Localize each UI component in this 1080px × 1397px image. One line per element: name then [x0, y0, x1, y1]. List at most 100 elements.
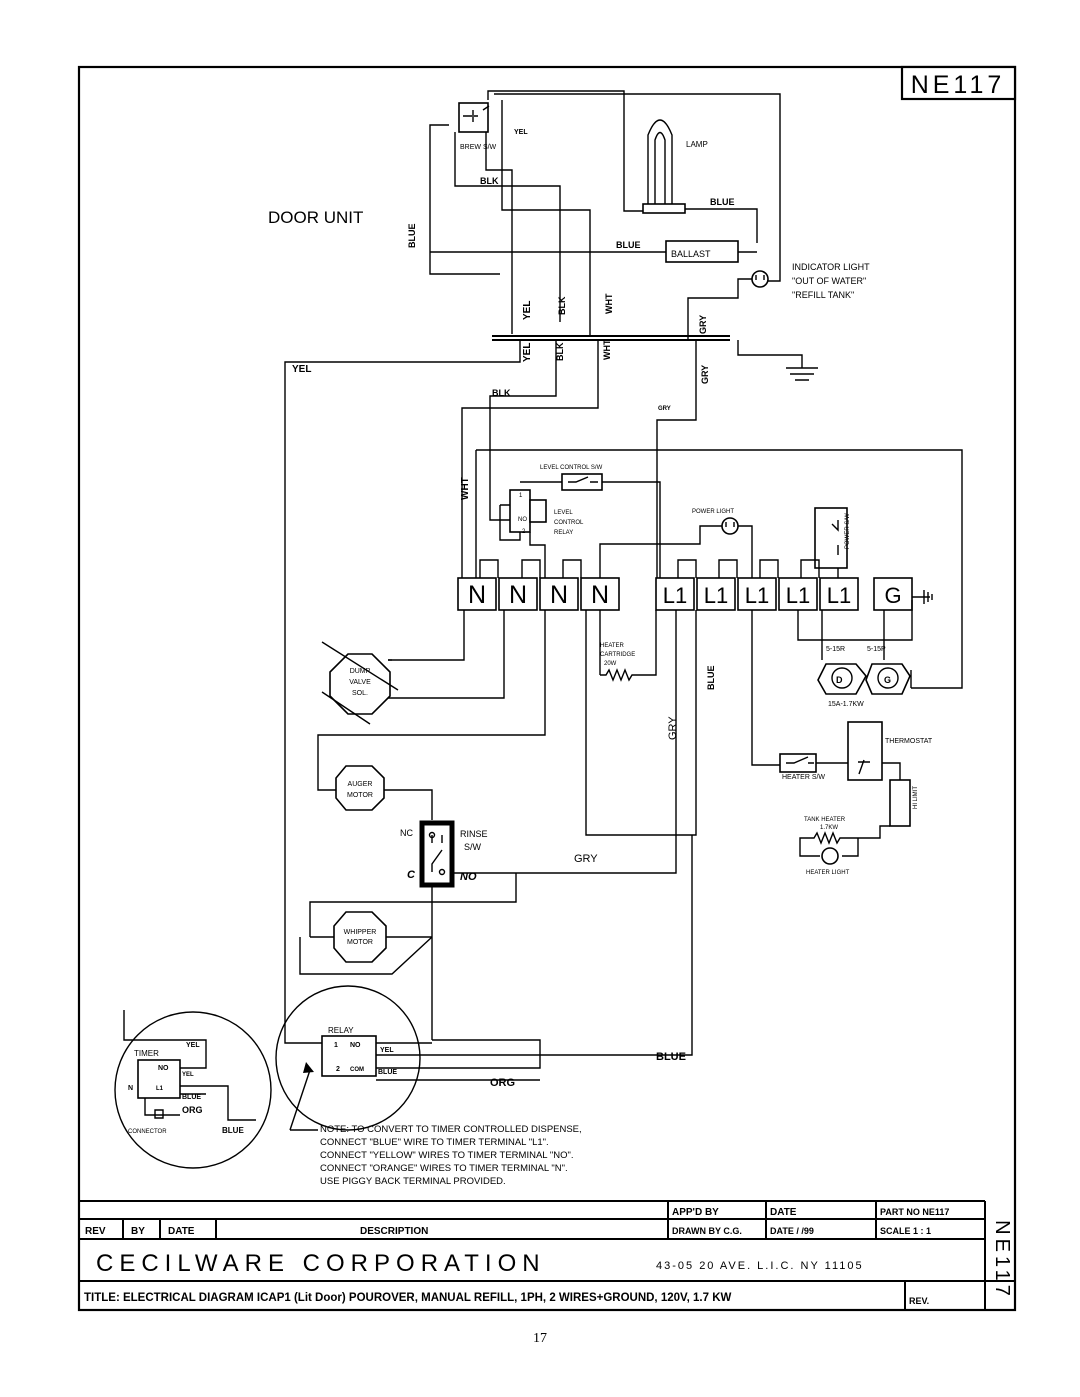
blue-wire-label-relay: BLUE: [656, 1051, 686, 1063]
relay-pin-2: 2: [522, 529, 526, 535]
blue-wire-label-ballast: BLUE: [616, 240, 641, 250]
dump-valve-line-2: VALVE: [349, 679, 371, 686]
power-light-label: POWER LIGHT: [692, 509, 734, 515]
note-line-3: CONNECT "YELLOW" WIRES TO TIMER TERMINAL…: [320, 1150, 574, 1161]
appd-by-label: APP'D BY: [672, 1207, 719, 1218]
timer-detail-circle: [114, 1011, 272, 1169]
heater-light: [821, 847, 839, 865]
gry-wire-label-center: GRY: [667, 716, 679, 740]
heater-switch-label: HEATER S/W: [782, 774, 825, 781]
svg-text:G: G: [884, 675, 891, 685]
ballast-label: BALLAST: [671, 249, 711, 259]
power-switch-label: POWER S/W: [845, 513, 851, 549]
relay-label: RELAY: [328, 1026, 354, 1035]
drawing-number: NE117: [911, 71, 1006, 99]
auger-motor: [335, 765, 385, 811]
dump-valve-line-3: SOL.: [352, 690, 368, 697]
blk-wire-label-3: BLK: [492, 388, 511, 398]
indicator-line-1: INDICATOR LIGHT: [792, 262, 870, 272]
timer-connector-label: CONNECTOR: [128, 1129, 167, 1135]
dump-valve-solenoid: [329, 653, 391, 715]
company-name: CECILWARE CORPORATION: [96, 1250, 546, 1277]
whipper-motor-line-1: WHIPPER: [344, 929, 377, 936]
timer-blue-label-1: BLUE: [182, 1094, 201, 1101]
date-label: DATE: [770, 1207, 797, 1218]
terminal-n-3: N: [550, 581, 568, 609]
note-line-5: USE PIGGY BACK TERMINAL PROVIDED.: [320, 1176, 506, 1187]
terminal-strip: [457, 577, 913, 611]
rinse-line-2: S/W: [464, 842, 482, 852]
terminal-l1-5: L1: [827, 583, 851, 608]
ground-terminal-symbol: [912, 590, 933, 604]
power-switch: [814, 507, 848, 569]
thermostat: [847, 721, 883, 781]
level-relay-line-1: LEVEL: [554, 510, 573, 516]
scale: SCALE 1 : 1: [880, 1226, 931, 1236]
date-col-label: DATE: [168, 1226, 195, 1237]
terminal-n-4: N: [591, 581, 609, 609]
timer-term-n: N: [128, 1085, 133, 1092]
date-value: DATE / /99: [770, 1226, 814, 1236]
auger-motor-line-2: MOTOR: [347, 792, 373, 799]
timer-org-label: ORG: [182, 1105, 203, 1115]
door-unit-label: DOOR UNIT: [268, 208, 363, 227]
rinse-no-label: NO: [460, 871, 477, 883]
timer-yel-label-2: YEL: [182, 1072, 194, 1078]
indicator-light: [751, 270, 769, 288]
blk-wire-label-top: BLK: [480, 176, 499, 186]
timer-yel-label-1: YEL: [186, 1042, 200, 1049]
rinse-c-label: C: [407, 869, 416, 881]
level-relay-line-3: RELAY: [554, 530, 573, 536]
svg-text:D: D: [836, 675, 843, 685]
yel-wire-label-3: YEL: [292, 364, 311, 375]
drawing-number-tag: [900, 65, 1017, 101]
whipper-motor: [333, 911, 387, 963]
drawing-frame: [77, 65, 1017, 1312]
gry-wire-label-rinse: GRY: [574, 853, 598, 865]
rinse-line-1: RINSE: [460, 829, 488, 839]
title-block: [79, 1200, 1015, 1310]
blk-wire-label-1: BLK: [557, 296, 567, 315]
lamp-label: LAMP: [686, 140, 708, 149]
thermostat-label: THERMOSTAT: [885, 738, 933, 745]
wht-wire-label-3: WHT: [460, 477, 471, 500]
receptacle-5-15p: [865, 663, 911, 695]
by-label: BY: [131, 1226, 145, 1237]
timer-term-no: NO: [158, 1065, 169, 1072]
brew-yel-label: YEL: [514, 129, 528, 136]
relay-term-2: 2: [336, 1066, 340, 1073]
heater-light-label: HEATER LIGHT: [806, 870, 850, 876]
gry-wire-label-3: GRY: [658, 406, 671, 412]
relay-blue-label: BLUE: [378, 1069, 397, 1076]
terminal-n-1: N: [468, 581, 486, 609]
relay-term-no: NO: [350, 1042, 361, 1049]
indicator-line-3: "REFILL TANK": [792, 290, 854, 300]
tank-heater-line-2: 1.7KW: [820, 825, 838, 831]
relay-detail-circle: [275, 985, 421, 1131]
rev-short-label: REV.: [909, 1296, 929, 1306]
note-line-2: CONNECT "BLUE" WIRE TO TIMER TERMINAL "L…: [320, 1137, 549, 1148]
rev-label: REV: [85, 1226, 106, 1237]
receptacle-15p-label: 5-15P: [867, 646, 886, 653]
blue-wire-label-lamp: BLUE: [710, 197, 735, 207]
note-line-4: CONNECT "ORANGE" WIRES TO TIMER TERMINAL…: [320, 1163, 568, 1174]
blue-wire-label-center: BLUE: [706, 666, 716, 691]
relay-pin-no: NO: [518, 517, 527, 523]
yel-wire-label-2: YEL: [522, 343, 533, 362]
drawing-title: TITLE: ELECTRICAL DIAGRAM ICAP1 (Lit Doo…: [84, 1292, 732, 1304]
gry-wire-label-1: GRY: [698, 315, 708, 334]
company-address: 43-05 20 AVE. L.I.C. NY 11105: [656, 1260, 864, 1272]
rinse-nc-label: NC: [400, 828, 413, 838]
yel-wire-label-1: YEL: [522, 301, 533, 320]
heater-cartridge: [600, 668, 636, 682]
relay-pin-1: 1: [519, 493, 523, 499]
indicator-line-2: "OUT OF WATER": [792, 276, 866, 286]
relay: [321, 1035, 377, 1077]
drawn-by: DRAWN BY C.G.: [672, 1226, 742, 1236]
ground-symbol: [737, 340, 818, 381]
wht-wire-label-2: WHT: [602, 339, 612, 360]
hi-limit-label: HI LIMIT: [913, 786, 919, 809]
relay-yel-label: YEL: [380, 1047, 394, 1054]
relay-term-1: 1: [334, 1042, 338, 1049]
